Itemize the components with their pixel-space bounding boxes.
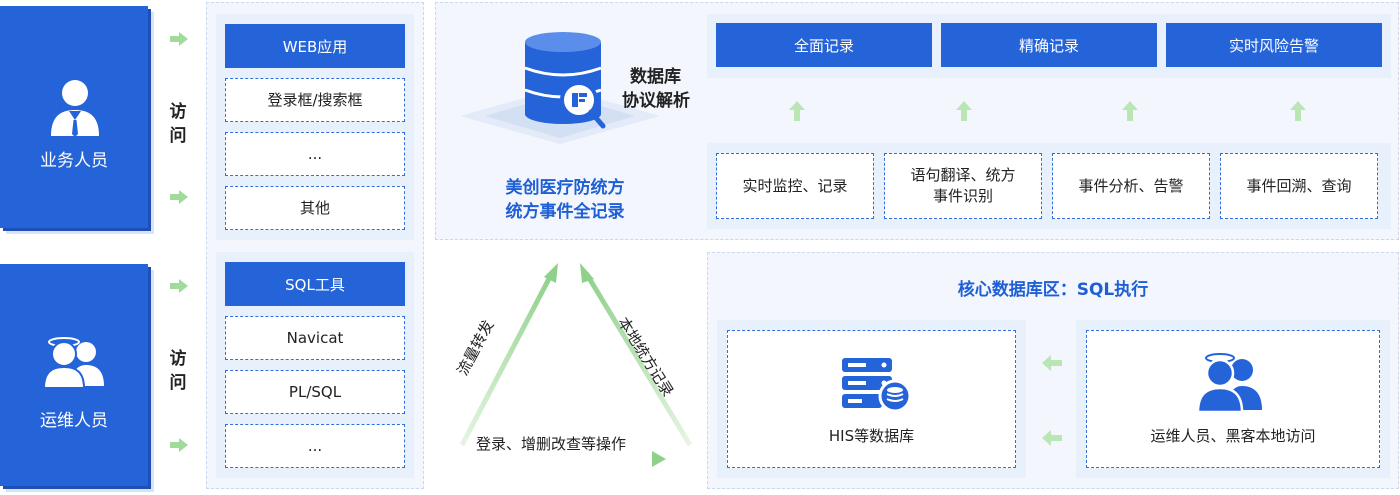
db-caption-line2: 协议解析 — [622, 91, 690, 111]
feature-translate: 语句翻译、统方 事件识别 — [884, 153, 1042, 219]
feature-realtime-alert: 实时风险告警 — [1166, 23, 1382, 67]
web-group-header: WEB应用 — [225, 24, 405, 68]
arrow-right-icon — [170, 32, 188, 46]
arrow-up-icon — [956, 101, 972, 121]
sql-item-navicat: Navicat — [225, 316, 405, 360]
web-item-more: ... — [225, 132, 405, 176]
server-database-icon — [842, 358, 912, 412]
arrow-up-icon — [789, 101, 805, 121]
flow-triangle — [450, 263, 693, 467]
triangle-bottom-label: 登录、增删改查等操作 — [476, 435, 627, 453]
ops-people-icon — [42, 337, 104, 388]
arrow-right-icon — [170, 438, 188, 452]
his-db-label: HIS等数据库 — [828, 427, 915, 445]
ops-access-label: 运维人员、黑客本地访问 — [1150, 427, 1316, 445]
people-icon — [1196, 353, 1262, 412]
center-title-line1: 美创医疗防统方 — [505, 178, 625, 198]
arrow-right-icon — [170, 279, 188, 293]
feature-monitor: 实时监控、记录 — [716, 153, 874, 219]
arrow-left-icon — [1042, 430, 1062, 446]
arrow-right-icon — [170, 190, 188, 204]
feature-precise-record: 精确记录 — [941, 23, 1157, 67]
sql-item-plsql: PL/SQL — [225, 370, 405, 414]
business-role-label: 业务人员 — [40, 151, 108, 171]
ops-role-label: 运维人员 — [40, 411, 108, 431]
business-role-card: 业务人员 — [0, 6, 148, 228]
sql-group-header: SQL工具 — [225, 262, 405, 306]
business-person-icon — [51, 80, 99, 137]
feature-full-record: 全面记录 — [716, 23, 932, 67]
access-label-ops: 访问 — [169, 349, 187, 393]
core-zone-title: 核心数据库区：SQL执行 — [957, 280, 1149, 300]
feature-analysis: 事件分析、告警 — [1052, 153, 1210, 219]
ops-role-card: 运维人员 — [0, 264, 148, 486]
sql-item-more: ... — [225, 424, 405, 468]
access-label-business: 访问 — [169, 102, 187, 146]
feature-trace: 事件回溯、查询 — [1220, 153, 1378, 219]
db-caption-line1: 数据库 — [630, 67, 681, 87]
web-item-other: 其他 — [225, 186, 405, 230]
center-title-line2: 统方事件全记录 — [505, 202, 625, 222]
web-item-login: 登录框/搜索框 — [225, 78, 405, 122]
database-search-icon — [460, 32, 660, 144]
arrow-up-icon — [1122, 101, 1138, 121]
arrow-up-icon — [1290, 101, 1306, 121]
arrow-left-icon — [1042, 355, 1062, 371]
